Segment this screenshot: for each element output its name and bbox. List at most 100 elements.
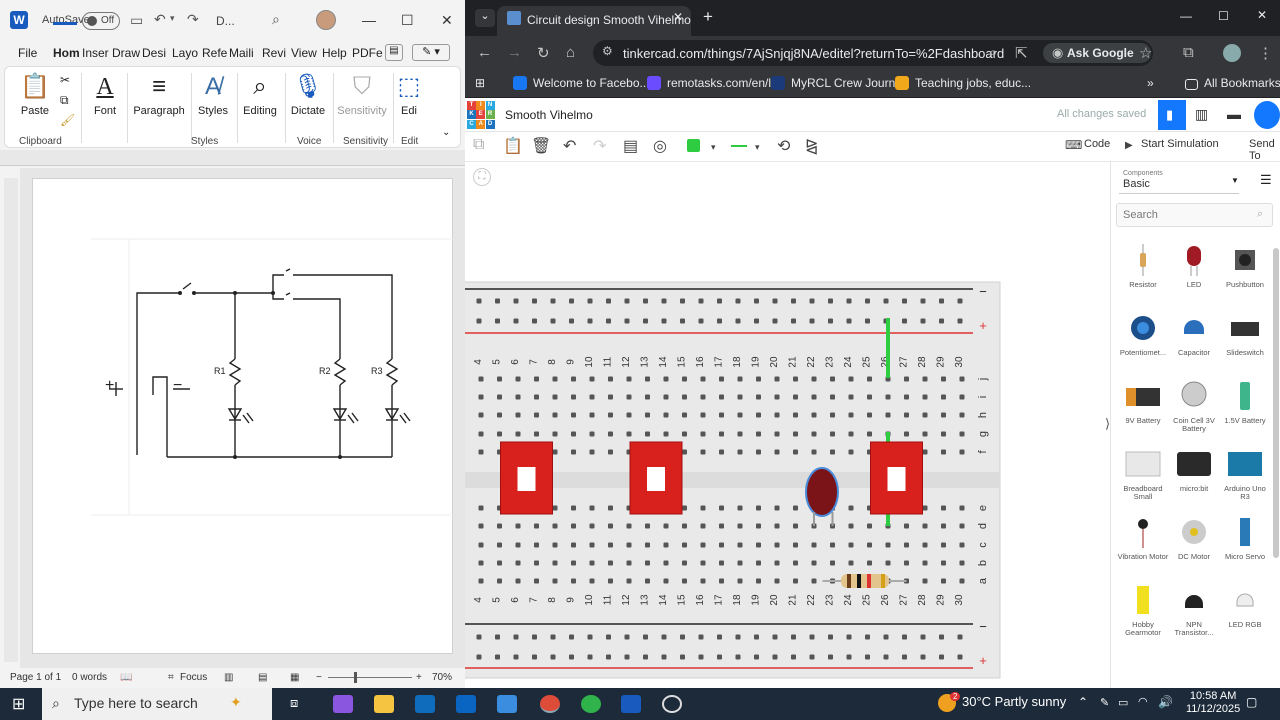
minimize-icon[interactable]: —	[1180, 9, 1192, 23]
store-icon[interactable]	[415, 695, 435, 713]
tab-help[interactable]: Help	[322, 46, 347, 60]
print-layout-icon[interactable]: ▤	[258, 672, 268, 683]
tab-insert[interactable]: Inser	[82, 46, 109, 60]
tray-chevron-icon[interactable]: ⌃	[1078, 695, 1089, 709]
cut-icon[interactable]: ✂	[60, 73, 71, 87]
redo-icon[interactable]: ↷	[187, 11, 199, 27]
comments-icon[interactable]: ▤	[385, 44, 403, 61]
bookmark-facebook[interactable]: Welcome to Facebo...	[513, 76, 650, 90]
component-slideswitch[interactable]: Slideswitch	[1219, 312, 1271, 357]
read-mode-icon[interactable]: ▥	[224, 672, 234, 683]
forward-icon[interactable]: →	[507, 44, 522, 61]
component-hobby-gearmotor[interactable]: Hobby Gearmotor	[1117, 584, 1169, 637]
component-resistor[interactable]: Resistor	[1117, 244, 1169, 289]
battery-icon[interactable]: ▭	[1118, 697, 1129, 709]
panel-scrollbar[interactable]	[1273, 248, 1279, 558]
sensitivity-button[interactable]: ⛉Sensitivity	[335, 73, 389, 117]
minimize-icon[interactable]: —	[362, 12, 376, 28]
maximize-icon[interactable]: ☐	[401, 12, 414, 28]
copy-icon[interactable]: ⧉	[60, 93, 69, 107]
install-icon[interactable]: ⇱	[1015, 45, 1028, 62]
task-view-icon[interactable]: ⧈	[290, 695, 299, 710]
notifications-icon[interactable]: ▢	[1246, 695, 1258, 709]
component-list-icon[interactable]: ▬	[1227, 106, 1241, 122]
component-led[interactable]: LED	[1168, 244, 1220, 289]
weather-text[interactable]: 30°C Partly sunny	[962, 694, 1067, 709]
browser-tab[interactable]: Circuit design Smooth Vihelmo	[497, 6, 691, 36]
tab-pdfelement[interactable]: PDFe	[352, 46, 383, 60]
profile-icon[interactable]	[1223, 44, 1241, 62]
component-potentiomet[interactable]: Potentiomet...	[1117, 312, 1169, 357]
undo-icon[interactable]: ↶	[154, 11, 166, 27]
close-tab-icon[interactable]: ✕	[673, 10, 684, 24]
wire-color-swatch[interactable]	[687, 139, 700, 152]
taskbar-search-input[interactable]: Type here to search ⌕ ✦	[42, 688, 272, 720]
component-9v-battery[interactable]: 9V Battery	[1117, 380, 1169, 425]
start-simulation-button[interactable]: Start Simulation	[1141, 138, 1219, 150]
component-vibration-motor[interactable]: Vibration Motor	[1117, 516, 1169, 561]
paste-button[interactable]: 📋Paste	[13, 73, 57, 117]
network-icon[interactable]: ◠	[1138, 696, 1148, 708]
close-icon[interactable]: ✕	[1257, 8, 1268, 22]
collapse-panel-icon[interactable]: ⟩	[1105, 416, 1111, 431]
bookmark-myrcl[interactable]: MyRCL Crew Journey	[771, 76, 908, 90]
component-led-rgb[interactable]: LED RGB	[1219, 584, 1271, 629]
component-npn-transistor[interactable]: NPN Transistor...	[1168, 584, 1220, 637]
wire-type-icon[interactable]	[731, 145, 747, 147]
tab-file[interactable]: File	[18, 46, 38, 60]
copilot-icon[interactable]	[333, 695, 353, 713]
tab-draw[interactable]: Draw	[112, 46, 141, 60]
component-1-5v-battery[interactable]: 1.5V Battery	[1219, 380, 1271, 425]
reload-icon[interactable]: ↻	[537, 45, 550, 62]
format-painter-icon[interactable]: 🖌	[60, 113, 76, 127]
web-layout-icon[interactable]: ▦	[290, 672, 300, 683]
component-arduino-uno-r3[interactable]: Arduino Uno R3	[1219, 448, 1271, 501]
undo-dropdown-icon[interactable]: ▾	[170, 13, 175, 23]
paste-icon[interactable]: 📋	[503, 138, 523, 155]
zoom-slider[interactable]	[328, 677, 412, 678]
back-icon[interactable]: ←	[477, 44, 492, 61]
send-to-button[interactable]: Send To	[1249, 138, 1275, 162]
user-avatar[interactable]	[1254, 101, 1280, 129]
avatar[interactable]	[316, 10, 336, 30]
word-count[interactable]: 0 words	[72, 672, 108, 683]
tab-design[interactable]: Desi	[142, 46, 167, 60]
zoom-in-icon[interactable]: +	[416, 672, 422, 683]
notes-toggle-icon[interactable]: ◎	[653, 138, 667, 155]
code-button[interactable]: Code	[1084, 138, 1111, 150]
proofing-icon[interactable]: 📖	[120, 672, 133, 683]
maximize-icon[interactable]: ☐	[1218, 9, 1229, 23]
fit-view-icon[interactable]: ⛶	[473, 168, 491, 186]
bookmark-star-icon[interactable]: ☆	[1139, 45, 1153, 62]
redo-icon[interactable]: ↷	[593, 138, 607, 155]
component-capacitor[interactable]: Capacitor	[1168, 312, 1220, 357]
component-breadboard-small[interactable]: Breadboard Small	[1117, 448, 1169, 501]
volume-icon[interactable]: 🔊	[1158, 695, 1173, 709]
zoom-level[interactable]: 70%	[432, 672, 453, 683]
mail-icon[interactable]	[456, 695, 476, 713]
rotate-icon[interactable]: ⟲	[777, 138, 791, 155]
tab-layout[interactable]: Layo	[172, 46, 199, 60]
component-pushbutton[interactable]: Pushbutton	[1219, 244, 1271, 289]
all-bookmarks[interactable]: All Bookmarks	[1185, 76, 1280, 90]
home-icon[interactable]: ⌂	[566, 44, 576, 61]
delete-icon[interactable]: 🗑	[531, 138, 552, 155]
site-info-icon[interactable]: ⚙	[602, 44, 613, 58]
tab-mailings[interactable]: Maili	[229, 46, 254, 60]
editing-button[interactable]: ⌕Editing	[239, 73, 281, 117]
file-explorer-icon[interactable]	[374, 695, 394, 713]
dictate-button[interactable]: 🎙Dictate	[287, 73, 329, 117]
chrome-icon[interactable]	[540, 695, 560, 713]
component-search-input[interactable]: Search ⌕	[1116, 203, 1273, 227]
collapse-ribbon-icon[interactable]: ⌄	[442, 127, 451, 138]
bookmark-teaching[interactable]: Teaching jobs, educ...	[895, 76, 1031, 90]
tab-view[interactable]: View	[291, 46, 317, 60]
focus-icon[interactable]: ⌗	[168, 672, 174, 683]
document-page[interactable]: R1 R2 R3 +−	[32, 178, 453, 654]
zoom-icon[interactable]: ⌕	[989, 44, 998, 61]
new-tab-icon[interactable]: +	[703, 7, 713, 26]
component-dc-motor[interactable]: DC Motor	[1168, 516, 1220, 561]
schematic-view-icon[interactable]: ▥	[1195, 106, 1209, 122]
